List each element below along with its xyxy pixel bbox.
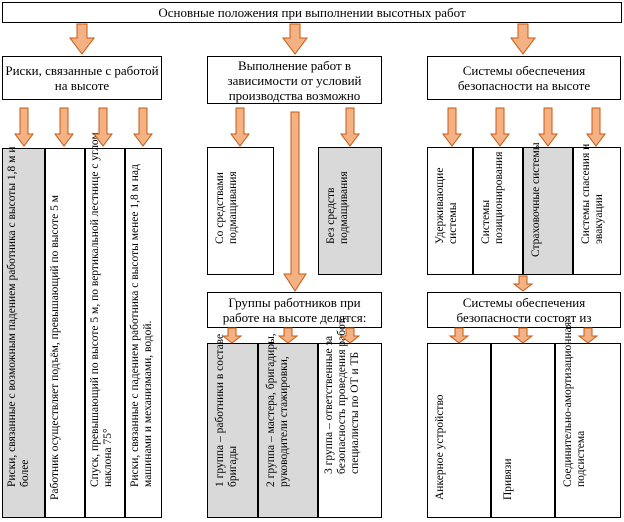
work-item-with-scaffold: Со средствами подмащивания xyxy=(207,147,274,275)
safety-item-3: Страховочные системы xyxy=(523,142,573,275)
consists-item-anchor: Анкерное устройство xyxy=(427,343,491,518)
group-3-text: 3 группа – ответственные за безопасность… xyxy=(323,317,361,474)
group-2-text: 2 группа – мастера, бригадиры, руководит… xyxy=(265,333,290,487)
arrow-safety-to-consists xyxy=(513,275,533,292)
group-3: 3 группа – ответственные за безопасность… xyxy=(318,317,382,518)
arrow-work-to-groups xyxy=(283,111,307,292)
safety-item-2-text: Системы позиционирования xyxy=(480,151,505,244)
work-item-without-scaffold-text: Без средств подмащивания xyxy=(325,171,350,244)
risk-item-4-text: Риски, связанные с падением работника с … xyxy=(129,164,154,487)
work-item-without-scaffold: Без средств подмащивания xyxy=(318,147,382,275)
safety-header: Системы обеспечения безопасности на высо… xyxy=(427,56,621,100)
consists-item-connecting-text: Соединительно-амортизационная подсистема xyxy=(562,322,587,487)
arrow-consists-1 xyxy=(449,327,469,344)
groups-header: Группы работников при работе на высоте д… xyxy=(207,292,382,328)
risk-item-1: Риски, связанные с возможным падением ра… xyxy=(2,147,45,518)
consists-item-harness-text: Привязи xyxy=(502,458,514,500)
safety-item-1-text: Удерживающие системы xyxy=(434,167,459,244)
risk-item-1-text: Риски, связанные с возможным падением ра… xyxy=(6,146,31,488)
safety-item-2: Системы позиционирования xyxy=(473,147,523,275)
consists-item-connecting: Соединительно-амортизационная подсистема xyxy=(555,322,621,518)
arrow-consists-2 xyxy=(513,327,533,344)
risks-header: Риски, связанные с работой на высоте xyxy=(2,56,162,100)
work-item-with-scaffold-text: Со средствами подмащивания xyxy=(214,171,239,244)
safety-item-4-text: Системы спасения и эвакуации xyxy=(580,143,605,244)
arrow-title-to-safety xyxy=(510,23,536,55)
safety-item-1: Удерживающие системы xyxy=(427,147,473,275)
risk-item-2: Работник осуществляет подъём, превышающи… xyxy=(45,148,85,518)
arrow-title-to-work xyxy=(282,23,308,55)
group-1: 1 группа – работники в составе бригады xyxy=(207,334,258,518)
consists-item-harness: Привязи xyxy=(491,343,555,518)
arrow-title-to-risks xyxy=(69,23,95,55)
risk-item-2-text: Работник осуществляет подъём, превышающи… xyxy=(49,195,61,500)
risk-item-3-text: Спуск, превышающий по высоте 5 м, по вер… xyxy=(89,132,114,487)
group-2: 2 группа – мастера, бригадиры, руководит… xyxy=(258,333,318,518)
risk-item-3: Спуск, превышающий по высоте 5 м, по вер… xyxy=(85,132,125,518)
group-1-text: 1 группа – работники в составе бригады xyxy=(214,333,239,487)
diagram-title: Основные положения при выполнении высотн… xyxy=(2,2,622,23)
safety-item-4: Системы спасения и эвакуации xyxy=(573,144,621,275)
safety-item-3-text: Страховочные системы xyxy=(530,142,542,257)
consists-header: Системы обеспечения безопасности состоят… xyxy=(427,292,621,328)
risk-item-4: Риски, связанные с падением работника с … xyxy=(125,148,162,518)
work-header: Выполнение работ в зависимости от услови… xyxy=(207,56,382,104)
consists-item-anchor-text: Анкерное устройство xyxy=(434,394,446,500)
